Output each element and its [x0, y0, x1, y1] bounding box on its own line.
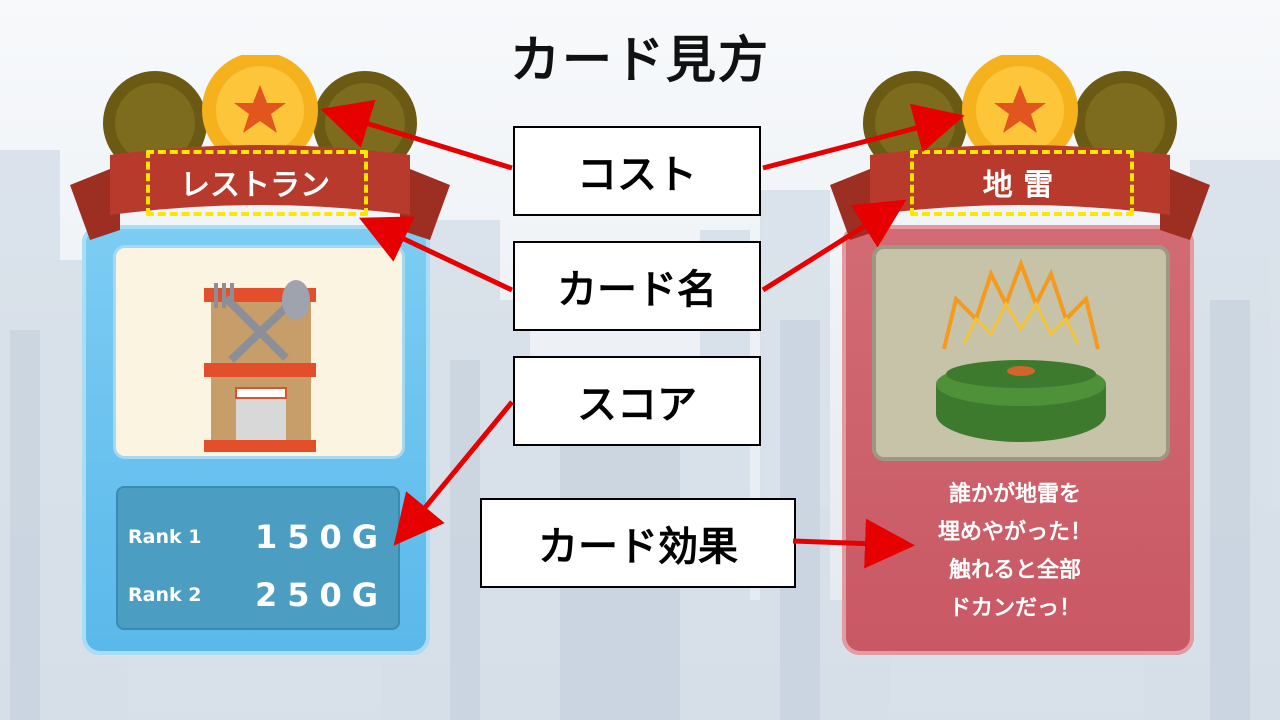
- effect-line: ドカンだっ！: [948, 596, 1081, 621]
- score-panel: Rank 1 150G Rank 2 250G: [116, 486, 400, 630]
- rank-row: Rank 1 150G: [128, 516, 388, 556]
- label-card-name: カード名: [513, 241, 761, 331]
- restaurant-fork-spoon-icon: [204, 280, 316, 452]
- card-name-highlight: [146, 150, 368, 216]
- rank-value: 250G: [254, 576, 388, 614]
- effect-line: 触れると全部: [948, 558, 1081, 583]
- left-card-name: レストラン: [180, 168, 330, 203]
- card-effect-text: 誰かが地雷を 埋めやがった！ 触れると全部 ドカンだっ！: [870, 476, 1160, 628]
- card-name-highlight: [910, 150, 1134, 216]
- rank-row: Rank 2 250G: [128, 574, 388, 614]
- rank-label: Rank 1: [128, 526, 202, 548]
- rank-label: Rank 2: [128, 584, 202, 606]
- right-card-name: 地 雷: [982, 168, 1054, 203]
- rank-value: 150G: [254, 518, 388, 556]
- effect-line: 埋めやがった！: [937, 520, 1092, 545]
- right-card-image-panel: [872, 245, 1170, 461]
- effect-line: 誰かが地雷を: [948, 482, 1081, 507]
- page-title: カード見方: [510, 31, 770, 89]
- label-card-effect: カード効果: [480, 498, 796, 588]
- left-card-image-panel: [113, 245, 405, 459]
- label-score: スコア: [513, 356, 761, 446]
- label-cost: コスト: [513, 126, 761, 216]
- landmine-explosion-icon: [936, 258, 1106, 442]
